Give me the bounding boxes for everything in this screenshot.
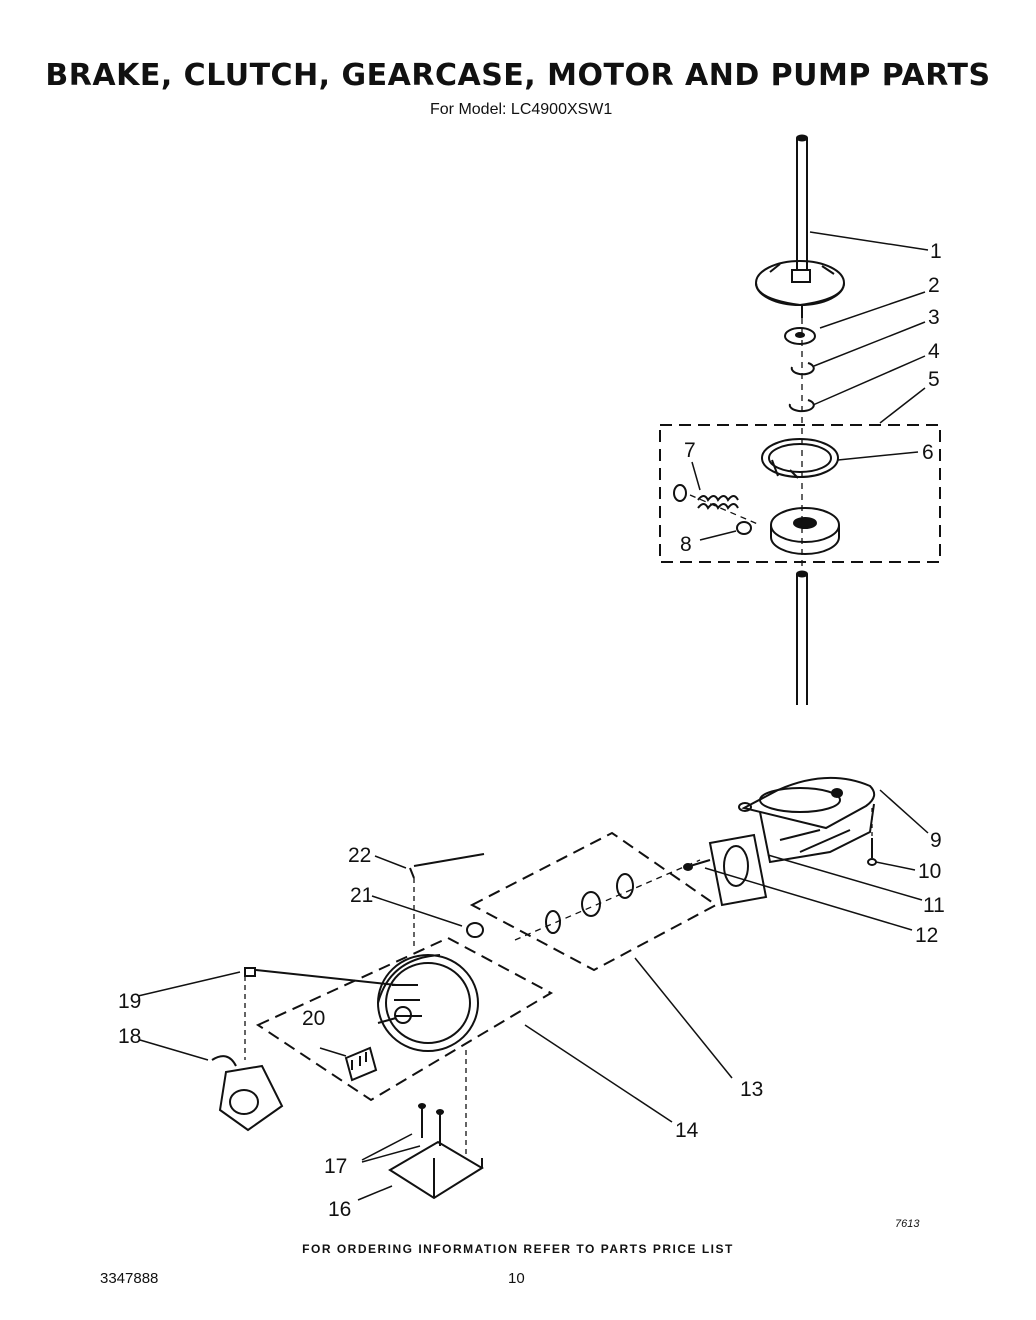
callout-5: 5 (928, 368, 940, 391)
callout-13: 13 (740, 1078, 763, 1101)
upper-shaft (796, 134, 808, 272)
callout-8: 8 (680, 533, 692, 556)
coupling-kit-box (469, 831, 718, 972)
clutch-spring (673, 484, 752, 535)
callout-4: 4 (928, 340, 940, 363)
callout-19: 19 (118, 990, 141, 1013)
mount-screws (418, 1103, 444, 1146)
model-subtitle: For Model: LC4900XSW1 (430, 101, 613, 118)
callout-labels: 1 2 3 4 5 6 7 8 9 10 11 12 13 14 16 17 1… (118, 240, 945, 1221)
page-number: 10 (508, 1270, 525, 1287)
lower-shaft (796, 570, 808, 705)
ordering-note: FOR ORDERING INFORMATION REFER TO PARTS … (302, 1242, 734, 1256)
clutch-drum (770, 507, 840, 555)
callout-1: 1 (930, 240, 942, 263)
callout-11: 11 (923, 894, 945, 917)
callout-10: 10 (918, 860, 941, 883)
callout-14: 14 (675, 1119, 699, 1142)
callout-7: 7 (684, 439, 696, 462)
callout-22: 22 (348, 844, 371, 867)
retaining-ring-3 (790, 362, 815, 376)
drain-hose (409, 853, 485, 950)
callout-6: 6 (922, 441, 934, 464)
pump-hose (244, 967, 397, 1060)
callout-12: 12 (915, 924, 938, 947)
coupling-cap (466, 922, 484, 938)
document-number: 3347888 (100, 1270, 159, 1287)
retaining-ring-4 (788, 399, 815, 413)
motor-coupling (514, 859, 701, 941)
callout-21: 21 (350, 884, 373, 907)
drive-motor (377, 954, 479, 1052)
mounting-plate (708, 833, 768, 907)
drive-motor-box (255, 936, 554, 1102)
gearcase-bolt (867, 808, 877, 866)
callout-20: 20 (302, 1007, 325, 1030)
clutch-band (761, 438, 839, 479)
callout-2: 2 (928, 274, 940, 297)
gearcase (738, 777, 876, 864)
motor-mount-bracket (388, 1050, 484, 1200)
clutch-kit-box (659, 424, 941, 563)
callout-17: 17 (324, 1155, 347, 1178)
plate-screw (683, 859, 711, 871)
water-pump (211, 1055, 284, 1132)
page-title: BRAKE, CLUTCH, GEARCASE, MOTOR AND PUMP … (45, 58, 991, 93)
diagram-code: 7613 (895, 1218, 920, 1230)
brake-assembly (755, 260, 845, 318)
callout-9: 9 (930, 829, 942, 852)
leader-lines (137, 231, 929, 1201)
callout-3: 3 (928, 306, 940, 329)
motor-wiring-connector (344, 1046, 378, 1082)
washer-2 (784, 327, 816, 345)
callout-18: 18 (118, 1025, 141, 1048)
callout-16: 16 (328, 1198, 351, 1221)
